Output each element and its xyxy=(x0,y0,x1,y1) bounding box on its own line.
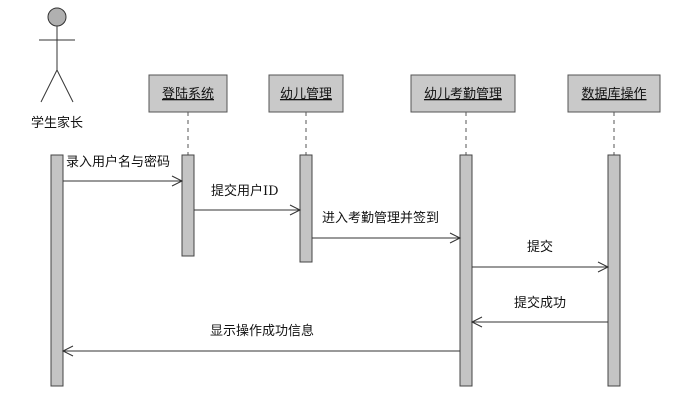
object-label: 数据库操作 xyxy=(581,86,646,102)
message-show-success-info: 显示操作成功信息 xyxy=(61,323,460,357)
message-enter-credentials: 录入用户名与密码 xyxy=(63,154,184,187)
object-label: 登陆系统 xyxy=(162,86,214,102)
arrowhead xyxy=(171,175,184,187)
message-label: 提交用户ID xyxy=(211,183,279,199)
message-submit: 提交 xyxy=(472,239,610,273)
activation-login-system xyxy=(181,154,195,257)
object-child-management: 幼儿管理 xyxy=(268,74,344,113)
actor-right-leg xyxy=(56,69,74,103)
actor-left-leg xyxy=(40,69,58,103)
message-label: 进入考勤管理并签到 xyxy=(322,210,439,226)
message-label: 显示操作成功信息 xyxy=(210,323,314,339)
message-label: 录入用户名与密码 xyxy=(66,154,170,170)
actor-label: 学生家长 xyxy=(31,115,83,131)
object-attendance-management: 幼儿考勤管理 xyxy=(410,74,516,113)
object-label: 幼儿考勤管理 xyxy=(424,87,502,102)
object-box xyxy=(148,74,228,113)
object-box xyxy=(410,74,516,113)
activation-child-management xyxy=(299,154,313,263)
arrowhead xyxy=(61,345,74,357)
arrowhead xyxy=(449,232,462,244)
message-submit-user-id: 提交用户ID xyxy=(194,183,302,216)
message-submit-success: 提交成功 xyxy=(470,295,608,328)
object-box xyxy=(567,74,661,113)
actor-head xyxy=(47,7,67,27)
activation-actor xyxy=(50,154,64,387)
activation-attendance-management xyxy=(459,154,473,387)
arrowhead xyxy=(289,204,302,216)
object-label: 幼儿管理 xyxy=(280,87,332,102)
arrowhead xyxy=(597,261,610,273)
message-label: 提交 xyxy=(527,239,553,255)
message-label: 提交成功 xyxy=(514,295,566,311)
message-enter-attendance-signin: 进入考勤管理并签到 xyxy=(312,210,462,244)
activation-database-operation xyxy=(607,154,621,387)
arrowhead xyxy=(470,316,483,328)
object-database-operation: 数据库操作 xyxy=(567,74,661,113)
object-box xyxy=(268,74,344,113)
actor-student-parent: 学生家长 xyxy=(31,7,83,131)
object-login-system: 登陆系统 xyxy=(148,74,228,113)
